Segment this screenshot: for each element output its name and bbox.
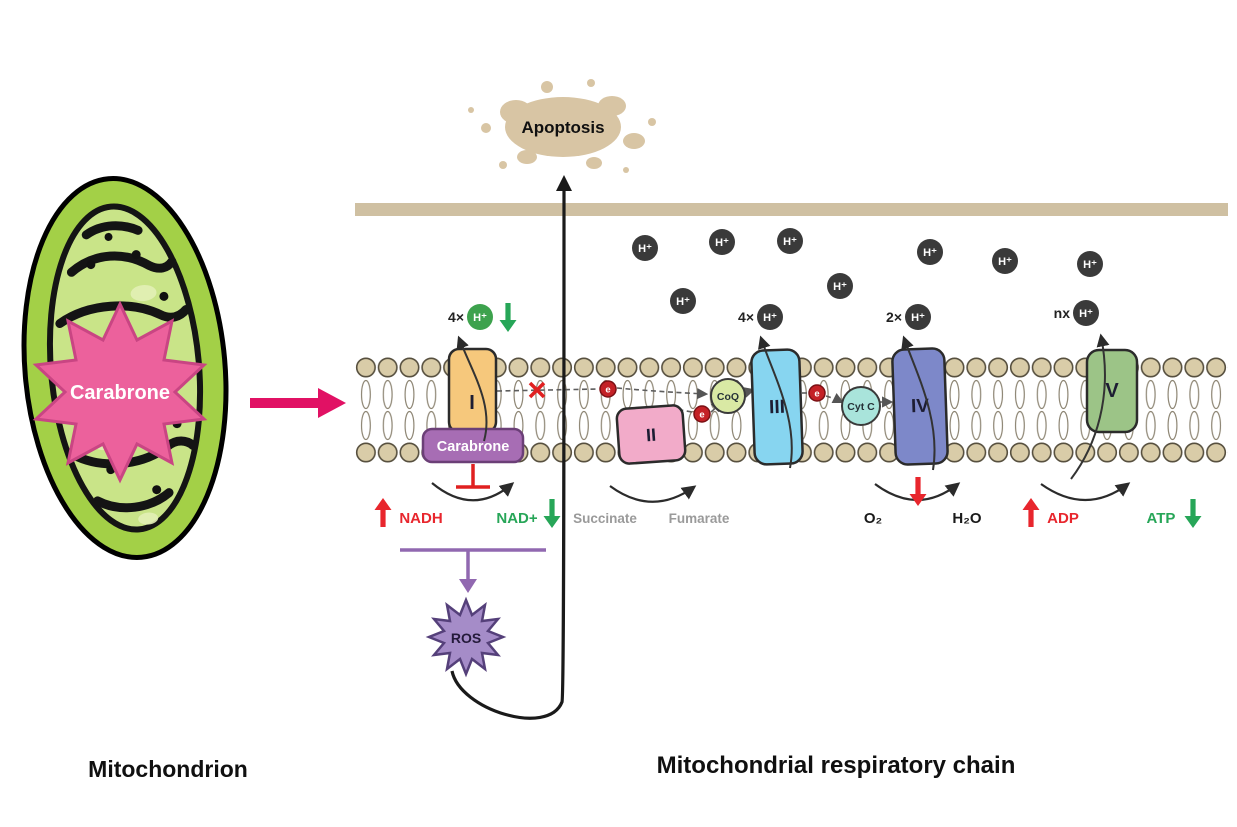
nadh-increase-arrow: [374, 498, 392, 527]
complex-i-proton-count: 4× H⁺: [448, 303, 517, 332]
mitochondrion-caption: Mitochondrion: [88, 756, 248, 782]
complex-i-label: I: [469, 392, 475, 414]
complex-v-reaction-arrow: [1040, 482, 1131, 501]
ros-label: ROS: [451, 630, 481, 646]
atp-decrease-arrow: [1184, 499, 1202, 528]
complex-v-proton-arrow: [1070, 333, 1110, 480]
electron-marker: e: [808, 384, 826, 402]
complex-v-proton-count: nx H⁺: [1054, 300, 1099, 326]
ros-to-apoptosis-arrow: [450, 187, 566, 720]
complex-iv: IV: [891, 347, 949, 466]
apoptosis-label: Apoptosis: [521, 118, 604, 137]
complex-iv-flux-decrease-arrow: [909, 477, 927, 506]
svg-text:H⁺: H⁺: [763, 312, 777, 324]
complex-v-label: V: [1105, 380, 1119, 402]
svg-text:4×: 4×: [738, 309, 754, 325]
proton-ion: H⁺: [632, 235, 658, 261]
ros-star: ROS: [425, 596, 507, 678]
complex-iii-label: III: [769, 397, 786, 419]
complex-i-reaction-arrow: [431, 482, 515, 502]
coq-label: CoQ: [717, 391, 739, 403]
svg-text:4×: 4×: [448, 309, 464, 325]
svg-text:H⁺: H⁺: [911, 312, 925, 324]
complex-i-proton-arrow: [456, 335, 488, 442]
electron-block-x-icon: [528, 381, 546, 399]
nadh-label: NADH: [399, 510, 442, 527]
svg-text:H⁺: H⁺: [998, 256, 1012, 268]
svg-text:H⁺: H⁺: [473, 312, 487, 324]
svg-text:H⁺: H⁺: [715, 237, 729, 249]
electron-marker: e: [599, 380, 617, 398]
respiratory-chain-caption: Mitochondrial respiratory chain: [657, 752, 1016, 779]
h2o-label: H₂O: [952, 510, 981, 527]
carabrone-inhibitor-box: Carabrone: [421, 427, 525, 464]
carabrone-star-label: Carabrone: [70, 382, 170, 404]
carabrone-inhibition-tbar: [456, 464, 490, 489]
atp-label: ATP: [1147, 510, 1176, 527]
proton-decrease-arrow: [499, 303, 517, 332]
complex-iv-label: IV: [911, 396, 930, 418]
svg-text:H⁺: H⁺: [783, 236, 797, 248]
proton-ion: H⁺: [670, 288, 696, 314]
o2-label: O₂: [864, 510, 882, 527]
proton-ion: H⁺: [827, 273, 853, 299]
nad-decrease-arrow: [543, 499, 561, 528]
carabrone-box-label: Carabrone: [437, 439, 510, 455]
cytc-label: Cyt C: [847, 401, 875, 413]
proton-ion: H⁺: [1077, 251, 1103, 277]
complex-ii-label: II: [645, 425, 656, 446]
treatment-arrow: [250, 388, 346, 418]
complex-iii-proton-arrow: [758, 335, 793, 469]
svg-text:H⁺: H⁺: [676, 296, 690, 308]
carabrone-star: [32, 300, 208, 484]
apoptosis-arrowhead-icon: [556, 175, 572, 191]
complex-iii-proton-count: 4× H⁺: [738, 304, 783, 330]
complex-ii-reaction-arrow: [609, 485, 697, 503]
electron-marker: e: [693, 405, 711, 423]
nad-label: NAD+: [496, 510, 537, 527]
adp-increase-arrow: [1022, 498, 1040, 527]
proton-ion: H⁺: [709, 229, 735, 255]
svg-text:2×: 2×: [886, 309, 902, 325]
proton-ion: H⁺: [917, 239, 943, 265]
svg-text:e: e: [699, 410, 704, 421]
proton-ion: H⁺: [777, 228, 803, 254]
complex-ii: II: [615, 404, 687, 465]
complex-i: I: [447, 347, 498, 434]
svg-text:H⁺: H⁺: [1079, 308, 1093, 320]
fumarate-label: Fumarate: [669, 511, 730, 526]
mitochondrion-illustration: Carabrone: [21, 176, 229, 560]
svg-text:H⁺: H⁺: [638, 243, 652, 255]
complex-v: V: [1085, 348, 1139, 434]
ros-generation-connector: [400, 548, 546, 593]
adp-label: ADP: [1047, 510, 1079, 527]
svg-text:H⁺: H⁺: [833, 281, 847, 293]
svg-text:H⁺: H⁺: [923, 247, 937, 259]
proton-ion: H⁺: [992, 248, 1018, 274]
complex-iii: III: [750, 348, 804, 466]
svg-text:e: e: [814, 389, 819, 400]
complex-iv-proton-count: 2× H⁺: [886, 304, 931, 330]
complex-iv-proton-arrow: [901, 335, 936, 471]
cytc-carrier: Cyt C: [841, 386, 881, 426]
succinate-label: Succinate: [573, 511, 637, 526]
apoptosis-splatter: [468, 79, 656, 173]
svg-text:H⁺: H⁺: [1083, 259, 1097, 271]
coq-carrier: CoQ: [710, 378, 746, 414]
outer-membrane-bar: [355, 203, 1228, 216]
svg-text:e: e: [605, 385, 610, 396]
svg-text:nx: nx: [1054, 305, 1071, 321]
